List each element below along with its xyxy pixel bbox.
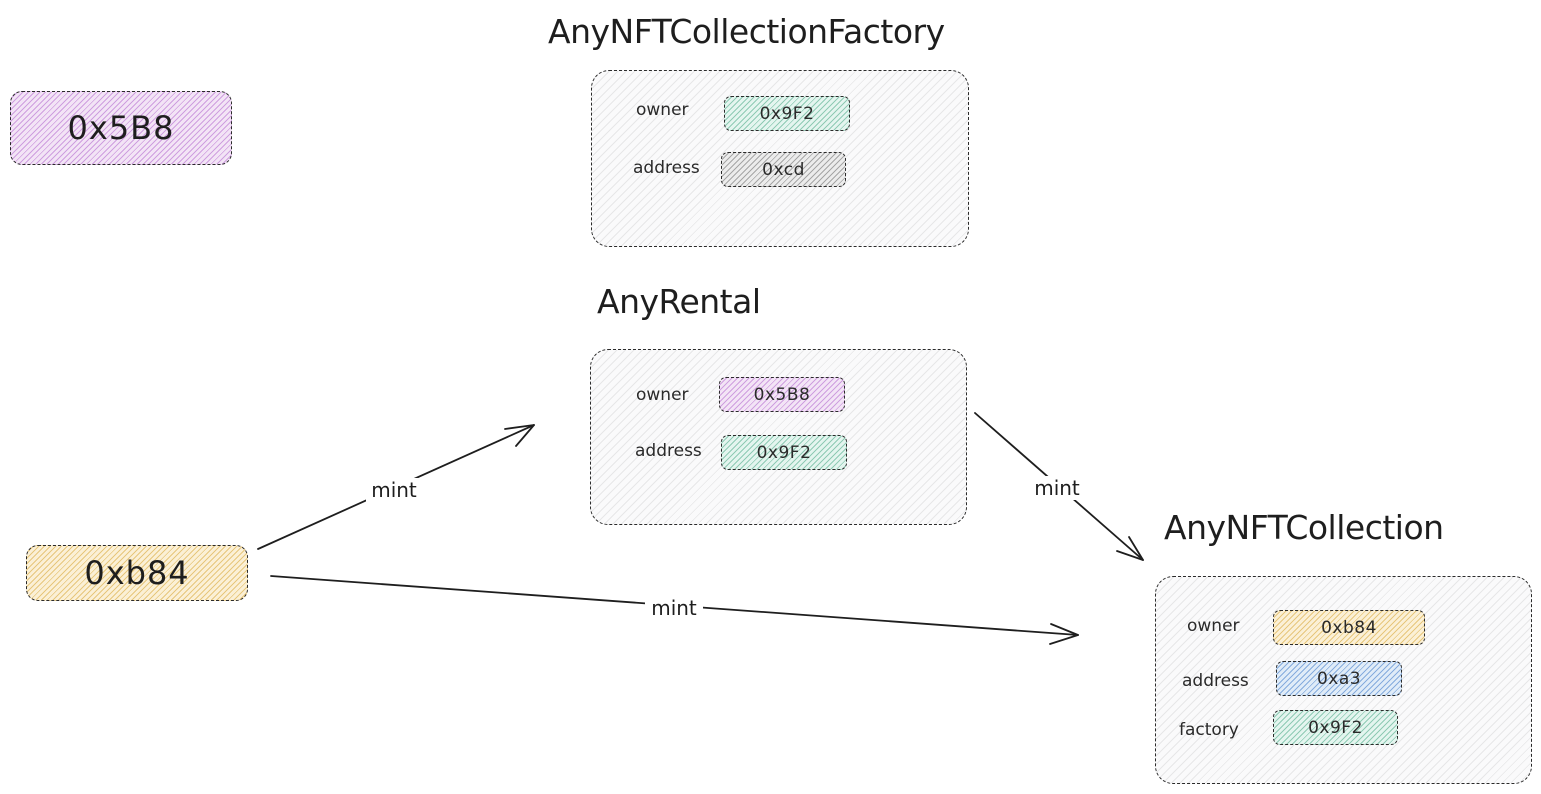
collection-title: AnyNFTCollection	[1164, 508, 1444, 547]
rental-address-value[interactable]: 0x9F2	[721, 435, 847, 470]
edge-label-bg	[366, 478, 422, 502]
rental-address-label: address	[635, 441, 702, 461]
arrow-b84-to-rental[interactable]	[257, 424, 535, 550]
factory-address-label: address	[633, 158, 700, 178]
arrowhead-rental-to-collection	[1116, 536, 1144, 561]
address-chip-0x5b8[interactable]: 0x5B8	[10, 91, 232, 165]
arrow-rental-to-collection[interactable]	[974, 412, 1144, 561]
rental-title: AnyRental	[597, 282, 761, 321]
collection-factory-value[interactable]: 0x9F2	[1273, 710, 1398, 745]
arrowhead-b84-to-collection	[1049, 623, 1079, 645]
collection-address-label: address	[1182, 671, 1249, 691]
arrow-b84-to-collection[interactable]	[270, 575, 1079, 636]
collection-address-value[interactable]: 0xa3	[1276, 661, 1402, 696]
factory-owner-value[interactable]: 0x9F2	[724, 96, 850, 131]
edge-label-b84-to-collection: mint	[651, 596, 697, 620]
rental-owner-value[interactable]: 0x5B8	[719, 377, 845, 412]
collection-owner-label: owner	[1187, 616, 1240, 636]
address-chip-0xb84[interactable]: 0xb84	[26, 545, 248, 601]
arrowhead-b84-to-rental	[504, 424, 535, 447]
collection-factory-label: factory	[1179, 720, 1239, 740]
factory-owner-label: owner	[636, 100, 689, 120]
edge-label-b84-to-rental: mint	[371, 478, 417, 502]
factory-address-value[interactable]: 0xcd	[721, 152, 846, 187]
edge-label-bg	[1028, 476, 1086, 500]
rental-owner-label: owner	[636, 385, 689, 405]
factory-title: AnyNFTCollectionFactory	[548, 12, 945, 51]
edge-label-bg	[645, 596, 703, 620]
edge-label-rental-to-collection: mint	[1034, 476, 1080, 500]
collection-owner-value[interactable]: 0xb84	[1273, 610, 1425, 645]
